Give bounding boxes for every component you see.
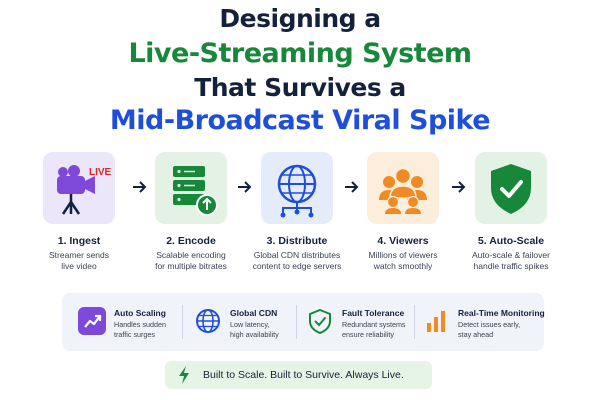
- step-ingest-tile: LIVE: [43, 152, 115, 224]
- step-viewers-tile: [367, 152, 439, 224]
- title-line-2: Live-Streaming System: [128, 38, 472, 69]
- bar-chart-icon: [422, 307, 450, 335]
- feature-title: Real-Time Monitoring: [458, 308, 545, 318]
- title-line-3: That Survives a: [194, 73, 406, 102]
- step-autoscale-tile: [475, 152, 547, 224]
- feature-title: Fault Tolerance: [342, 308, 405, 318]
- step-distribute-tile: [261, 152, 333, 224]
- feature-divider: [296, 305, 297, 339]
- globe-network-icon: [277, 164, 317, 218]
- title-line-1: Designing a: [219, 4, 381, 33]
- arrow-right-icon: [345, 181, 359, 193]
- step-title-distribute: 3. Distribute: [266, 235, 328, 247]
- step-title-viewers: 4. Viewers: [377, 235, 429, 247]
- slogan-text: Built to Scale. Built to Survive. Always…: [203, 369, 404, 381]
- slogan-banner: Built to Scale. Built to Survive. Always…: [165, 361, 432, 389]
- shield-icon: [306, 307, 334, 335]
- feature-global-cdn: Global CDN Low latency,high availability: [194, 293, 294, 351]
- live-badge: LIVE: [89, 167, 112, 178]
- feature-divider: [182, 305, 183, 339]
- feature-realtime-monitoring: Real-Time Monitoring Detect issues early…: [422, 293, 545, 351]
- audience-icon: [379, 167, 427, 214]
- title-line-4: Mid-Broadcast Viral Spike: [109, 105, 491, 136]
- arrow-right-icon: [133, 181, 147, 193]
- video-camera-icon: LIVE: [57, 165, 112, 215]
- feature-title: Auto Scaling: [114, 308, 166, 318]
- trend-up-icon: [78, 307, 106, 335]
- arrow-right-icon: [238, 181, 252, 193]
- shield-check-icon: [491, 164, 531, 214]
- feature-desc: Detect issues early,stay ahead: [458, 320, 521, 339]
- feature-title: Global CDN: [230, 308, 278, 318]
- step-title-encode: 2. Encode: [166, 235, 216, 247]
- lightning-bolt-icon: [179, 366, 189, 384]
- arrow-right-icon: [452, 181, 466, 193]
- feature-desc: Low latency,high availability: [230, 320, 279, 339]
- server-upload-icon: [173, 166, 218, 216]
- step-encode-tile: [155, 152, 227, 224]
- globe-icon: [194, 307, 222, 335]
- step-title-autoscale: 5. Auto-Scale: [477, 235, 545, 247]
- feature-divider: [414, 305, 415, 339]
- step-title-ingest: 1. Ingest: [57, 235, 101, 247]
